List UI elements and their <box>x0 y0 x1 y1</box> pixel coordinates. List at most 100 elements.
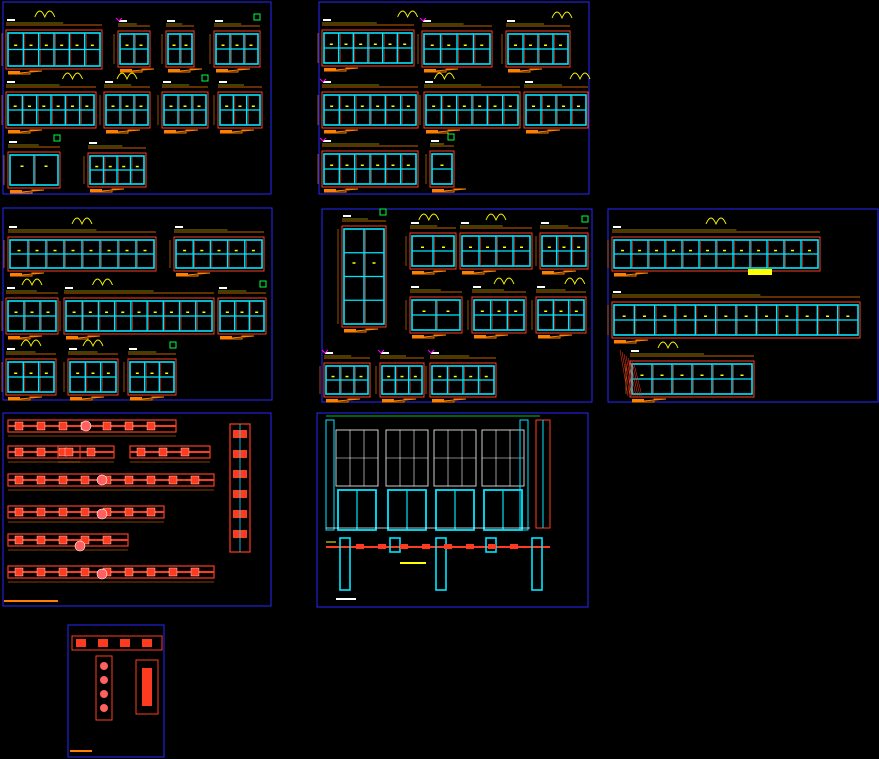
window-label-mark <box>507 20 515 22</box>
window-label-mark <box>69 348 77 350</box>
horizontal-section-4 <box>129 445 211 463</box>
detail-node <box>100 662 108 670</box>
window-tag <box>574 310 578 312</box>
window-tag <box>387 375 391 378</box>
window-tag <box>169 105 173 107</box>
window-outer-frame <box>7 151 61 189</box>
window-tag <box>532 105 535 107</box>
detail-profile <box>142 639 152 647</box>
title-wedge <box>613 339 649 344</box>
detail-profile <box>120 639 130 647</box>
window-tag <box>391 105 395 107</box>
window-tag <box>406 105 410 107</box>
sheet-8-details <box>70 635 163 752</box>
window-elevation-25 <box>63 339 119 401</box>
storefront-bay-4 <box>481 429 525 531</box>
title-block <box>324 130 336 133</box>
section-marker <box>253 13 261 21</box>
title-block <box>176 273 188 276</box>
window-tag <box>655 249 658 252</box>
window-elevation-23 <box>213 280 267 340</box>
title-block <box>216 69 228 72</box>
window-outer-frame <box>217 91 263 129</box>
section-profile <box>14 507 24 517</box>
window-tag <box>150 372 154 374</box>
window-tag <box>388 43 392 45</box>
window-tag <box>20 165 24 167</box>
window-outer-frame <box>5 91 97 129</box>
section-marker <box>581 215 589 223</box>
window-tag <box>704 315 707 317</box>
window-label-mark <box>411 222 419 224</box>
window-tag <box>240 311 244 313</box>
section-profile <box>80 475 90 485</box>
window-tag <box>469 246 472 248</box>
window-tag <box>72 311 76 313</box>
window-label-mark <box>323 81 331 83</box>
section-profile <box>136 447 146 457</box>
window-tag <box>421 246 424 248</box>
window-tag <box>520 246 523 248</box>
section-profile <box>124 475 134 485</box>
title-block <box>432 189 444 192</box>
detail-sill-profile <box>142 668 152 706</box>
note-tag <box>748 269 772 275</box>
plan-column-1 <box>339 537 351 591</box>
window-tag <box>85 105 89 107</box>
window-tag <box>503 246 506 248</box>
title-wedge <box>473 334 509 339</box>
section-profile <box>14 447 24 457</box>
title-block <box>10 273 22 276</box>
section-profile <box>168 567 178 577</box>
title-wedge <box>129 396 165 401</box>
hatch-line <box>619 349 629 397</box>
window-outer-frame <box>321 150 419 188</box>
sheet-frame-2 <box>318 1 590 195</box>
section-profile <box>146 507 156 517</box>
door-swing-arc <box>705 217 727 226</box>
window-tag <box>559 44 562 46</box>
title-block <box>614 273 626 276</box>
title-block <box>168 69 180 72</box>
window-label-mark <box>325 352 333 354</box>
title-wedge <box>119 68 155 73</box>
title-wedge <box>525 129 561 134</box>
window-tag <box>469 375 473 378</box>
window-elevation-9 <box>3 134 61 194</box>
window-label-mark <box>323 19 331 21</box>
section-cut-marker <box>377 349 385 354</box>
window-tag <box>706 249 709 252</box>
window-label-mark <box>613 291 621 293</box>
window-outer-frame <box>87 152 147 188</box>
section-profile <box>80 567 90 577</box>
window-label-mark <box>89 142 97 144</box>
window-tag <box>35 249 39 252</box>
window-tag <box>430 44 434 46</box>
window-tag <box>183 249 187 252</box>
title-wedge <box>631 398 667 403</box>
section-node <box>96 568 108 580</box>
window-tag <box>640 374 644 376</box>
window-tag <box>846 315 850 317</box>
storefront-right-pier <box>519 419 529 531</box>
window-tag <box>663 315 667 317</box>
window-label-mark <box>411 286 419 288</box>
section-profile <box>80 535 90 545</box>
window-label-mark <box>7 287 15 289</box>
door-swing-arc <box>569 72 591 81</box>
window-outer-frame <box>213 30 261 68</box>
window-tag <box>547 246 551 248</box>
window-tag <box>121 311 125 313</box>
window-tag <box>105 311 109 313</box>
section-marker <box>169 341 177 349</box>
window-tag <box>447 44 451 46</box>
section-node <box>96 508 108 520</box>
window-tag <box>447 105 451 107</box>
window-tag <box>638 249 641 252</box>
window-label-mark <box>541 222 549 224</box>
window-outer-frame <box>379 362 425 398</box>
title-block <box>526 130 538 133</box>
window-tag <box>14 44 18 47</box>
window-tag <box>547 105 550 107</box>
window-elevation-15 <box>419 72 521 134</box>
